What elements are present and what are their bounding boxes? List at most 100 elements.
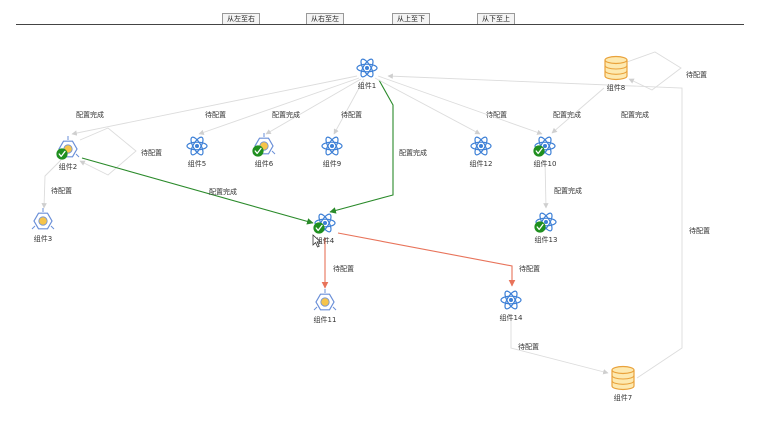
edge-label: 待配置 <box>205 110 226 119</box>
edge-line[interactable] <box>337 232 516 287</box>
node-label: 组件11 <box>314 315 337 324</box>
edge-line[interactable] <box>198 77 360 135</box>
edge-label: 待配置 <box>689 226 710 235</box>
edge-n10-n13[interactable]: 配置完成 <box>543 159 582 209</box>
edge-n1-n5[interactable]: 待配置 <box>198 77 360 135</box>
node-n14[interactable]: 组件14 <box>500 289 523 322</box>
node-n10[interactable]: 组件10 <box>533 135 556 168</box>
edge-label: 待配置 <box>333 264 354 273</box>
edge-label: 待配置 <box>141 148 162 157</box>
edge-line[interactable] <box>387 73 683 379</box>
atom-icon <box>186 136 208 156</box>
edge-n2-n4[interactable]: 配置完成 <box>81 157 314 225</box>
node-label: 组件12 <box>470 159 493 168</box>
edge-label: 配置完成 <box>272 110 300 119</box>
edge-n2-n3[interactable]: 待配置 <box>41 159 72 209</box>
node-n9[interactable]: 组件9 <box>321 135 343 168</box>
edge-n2-n2[interactable]: 待配置 <box>79 127 162 176</box>
node-label: 组件4 <box>316 236 335 245</box>
node-n4[interactable]: 组件4 <box>313 212 336 245</box>
node-label: 组件5 <box>188 159 206 168</box>
edge-n4-n11[interactable]: 待配置 <box>321 238 354 289</box>
node-n7[interactable]: 组件7 <box>611 365 635 403</box>
edge-line[interactable] <box>41 159 62 209</box>
edge-line[interactable] <box>626 51 682 91</box>
edge-n8-n8[interactable]: 待配置 <box>626 51 707 91</box>
edge-label: 配置完成 <box>399 148 427 157</box>
edge-n1-n6[interactable]: 配置完成 <box>265 78 362 135</box>
layout-bottom-to-top-button[interactable]: 从下至上 <box>477 13 515 24</box>
layout-top-to-bottom-button[interactable]: 从上至下 <box>392 13 430 24</box>
node-label: 组件9 <box>323 159 341 168</box>
edge-label: 配置完成 <box>553 110 581 119</box>
node-n11[interactable]: 组件11 <box>314 289 337 324</box>
database-icon <box>604 55 628 81</box>
edge-n1-n10[interactable]: 配置完成 <box>377 75 581 135</box>
edge-label: 待配置 <box>518 342 539 351</box>
edges-layer: 配置完成待配置配置完成待配置配置完成待配置配置完成配置完成待配置待配置待配置配置… <box>41 51 710 379</box>
edge-n1-n9[interactable]: 待配置 <box>333 78 365 135</box>
node-label: 组件3 <box>34 234 52 243</box>
edge-n4-n14[interactable]: 待配置 <box>337 232 540 287</box>
edge-label: 待配置 <box>486 110 507 119</box>
hexagon-icon <box>56 136 80 160</box>
edge-n14-n7[interactable]: 待配置 <box>510 314 609 375</box>
edge-n1-n2[interactable]: 配置完成 <box>71 75 358 136</box>
edge-label: 配置完成 <box>554 186 582 195</box>
mouse-cursor-icon <box>312 234 322 248</box>
edge-label: 待配置 <box>686 70 707 79</box>
database-icon <box>611 365 635 391</box>
edge-label: 待配置 <box>51 186 72 195</box>
edge-label: 配置完成 <box>621 110 649 119</box>
node-n8[interactable]: 组件8 <box>604 55 628 93</box>
edge-line[interactable] <box>551 87 605 134</box>
edge-n1-n12[interactable]: 待配置 <box>374 77 507 135</box>
node-n2[interactable]: 组件2 <box>56 136 80 171</box>
edge-line[interactable] <box>377 75 543 135</box>
layout-right-to-left-button[interactable]: 从右至左 <box>306 13 344 24</box>
node-label: 组件6 <box>255 159 274 168</box>
check-badge-icon <box>56 148 68 160</box>
edge-label: 待配置 <box>519 264 540 273</box>
node-n5[interactable]: 组件5 <box>186 135 208 168</box>
atom-icon <box>321 136 343 156</box>
edge-line[interactable] <box>543 159 549 209</box>
edge-label: 待配置 <box>341 110 362 119</box>
hexagon-icon <box>31 208 55 230</box>
hexagon-icon <box>313 289 337 311</box>
nodes-layer: 组件1 组件2 组件3 组件4 组件5 组件6 组件7 组件8 组件9 组件10 组件11 组件12 组… <box>31 55 635 403</box>
edge-line[interactable] <box>374 77 481 135</box>
edge-line[interactable] <box>265 78 362 135</box>
node-label: 组件7 <box>614 393 632 402</box>
check-badge-icon <box>313 222 325 234</box>
node-label: 组件8 <box>607 83 625 92</box>
atom-icon <box>500 290 522 310</box>
edge-line[interactable] <box>333 78 365 135</box>
node-label: 组件2 <box>59 162 77 171</box>
edge-label: 配置完成 <box>209 187 237 196</box>
edge-line[interactable] <box>79 127 137 176</box>
atom-icon <box>470 136 492 156</box>
layout-left-to-right-button[interactable]: 从左至右 <box>222 13 260 24</box>
edge-n8-n10[interactable]: 配置完成 <box>551 87 649 134</box>
edge-line[interactable] <box>329 79 394 214</box>
atom-icon <box>533 136 556 157</box>
edge-n1-n4[interactable]: 配置完成 <box>329 79 427 214</box>
node-n13[interactable]: 组件13 <box>534 211 557 244</box>
edge-line[interactable] <box>71 75 358 136</box>
edge-n7-n1[interactable]: 待配置 <box>387 73 710 379</box>
node-n12[interactable]: 组件12 <box>470 135 493 168</box>
atom-icon <box>313 213 336 234</box>
edge-line[interactable] <box>81 157 314 225</box>
node-n1[interactable]: 组件1 <box>356 57 378 90</box>
node-label: 组件14 <box>500 313 523 322</box>
toolbar-divider <box>16 24 744 25</box>
atom-icon <box>534 212 557 233</box>
edge-line[interactable] <box>510 314 609 375</box>
node-n6[interactable]: 组件6 <box>252 133 276 168</box>
edge-label: 配置完成 <box>76 110 104 119</box>
hexagon-icon <box>252 133 276 157</box>
node-n3[interactable]: 组件3 <box>31 208 55 243</box>
check-badge-icon <box>252 145 264 157</box>
